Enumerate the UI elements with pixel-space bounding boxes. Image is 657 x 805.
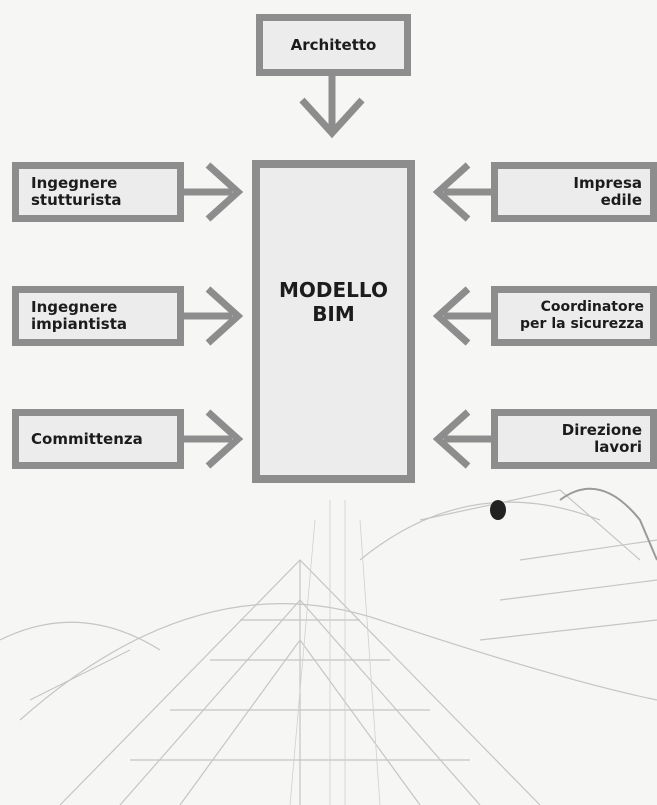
architetto-box: Architetto (256, 14, 411, 76)
committenza-box: Committenza (12, 409, 184, 469)
arrow-left-icon (432, 409, 494, 469)
impresa-edile-box: Impresa edile (491, 162, 657, 222)
ingegnere-impiantista-box: Ingegnere impiantista (12, 286, 184, 346)
ingegnere-strutturista-box: Ingegnere stutturista (12, 162, 184, 222)
left-box-label: Committenza (31, 429, 143, 448)
arrow-left-icon (432, 162, 494, 222)
direzione-lavori-box: Direzione lavori (491, 409, 657, 469)
left-box-label: Ingegnere impiantista (31, 298, 127, 333)
modello-bim-label: MODELLO BIM (279, 277, 388, 326)
right-box-label: Impresa edile (573, 174, 642, 209)
arrow-right-icon (182, 162, 244, 222)
left-box-label: Ingegnere stutturista (31, 174, 122, 209)
right-box-label: Direzione lavori (561, 421, 642, 456)
architetto-label: Architetto (290, 35, 377, 54)
arrow-right-icon (182, 409, 244, 469)
arrow-right-icon (182, 286, 244, 346)
modello-bim-box: MODELLO BIM (252, 160, 415, 483)
arrow-down-icon (299, 72, 365, 139)
coordinatore-sicurezza-box: Coordinatore per la sicurezza (491, 286, 657, 346)
arrow-left-icon (432, 286, 494, 346)
right-box-label: Coordinatore per la sicurezza (520, 299, 644, 332)
